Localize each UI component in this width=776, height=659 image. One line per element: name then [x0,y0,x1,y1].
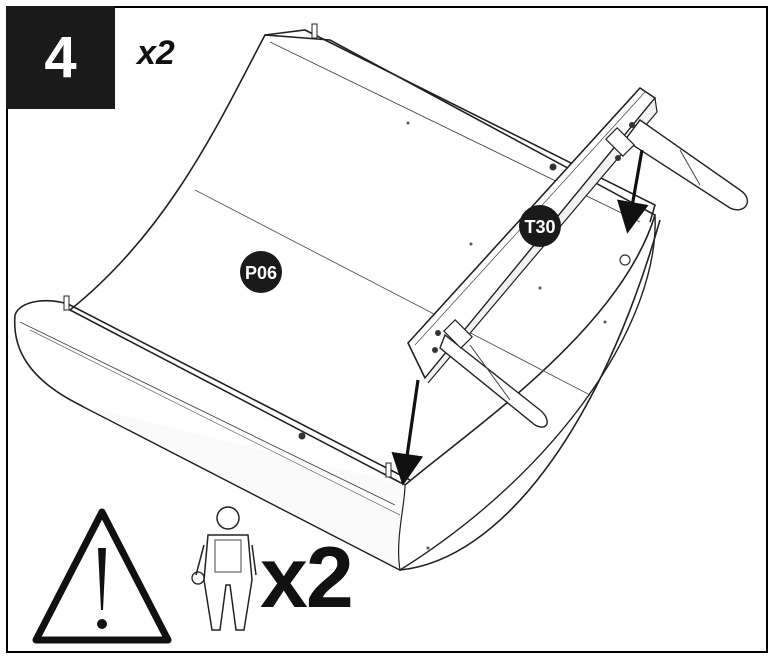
insertion-arrow-right [617,149,649,234]
warning-triangle-icon [32,508,172,644]
part-label-p06: P06 [240,251,282,293]
seat-panel-p06 [13,23,661,572]
people-count: x2 [260,530,354,626]
part-label-p06-text: P06 [245,263,277,283]
step-quantity: x2 [137,34,175,72]
worker-icon [191,506,257,631]
insertion-arrow-left [391,379,424,486]
part-label-t30-text: T30 [524,217,555,237]
step-frame [6,6,768,653]
part-label-t30: T30 [519,205,561,247]
step-number-box: 4 [6,6,115,109]
step-number: 4 [44,24,77,90]
